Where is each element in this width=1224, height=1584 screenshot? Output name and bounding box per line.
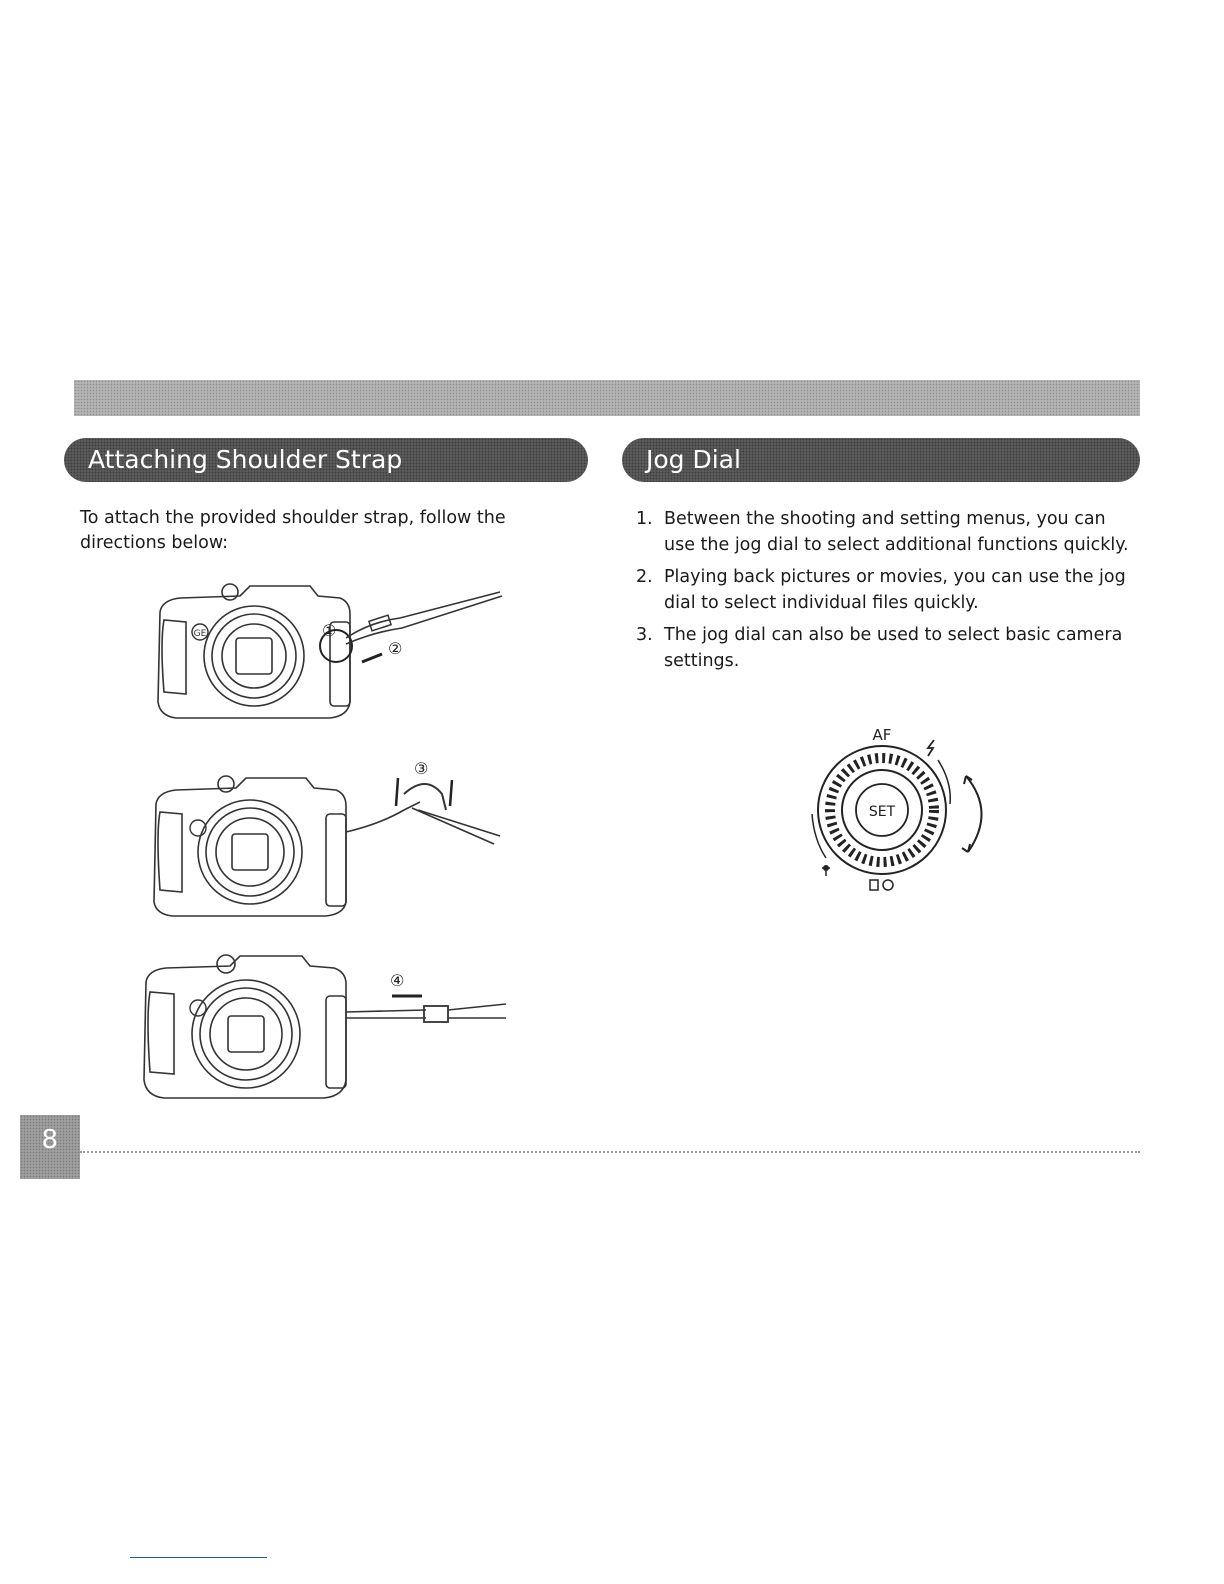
ge-logo-icon — [191, 623, 209, 641]
jog-dial-steps: 1. Between the shooting and setting menu… — [636, 506, 1136, 680]
step-number: 3. — [636, 625, 653, 645]
dial-af-label: AF — [873, 726, 892, 744]
strap-buckle — [423, 1005, 449, 1023]
step-item: 2. Playing back pictures or movies, you … — [636, 564, 1136, 616]
step-number: 1. — [636, 509, 653, 529]
page-number-tab: 8 — [20, 1115, 80, 1179]
camera-illustration — [157, 583, 351, 719]
step-number: 2. — [636, 567, 653, 587]
arrow-icon — [394, 777, 400, 807]
strap-loop — [403, 783, 447, 811]
step-label: ② — [388, 639, 402, 658]
camera-illustration — [153, 775, 347, 917]
header-band — [74, 380, 1140, 416]
macro-icon — [822, 865, 830, 876]
step-label: ④ — [390, 971, 404, 990]
jog-dial-knurl — [825, 753, 939, 867]
page-number: 8 — [41, 1125, 58, 1155]
footer-rule — [80, 1151, 1140, 1153]
step-text: Playing back pictures or movies, you can… — [664, 567, 1126, 613]
ge-logo-icon — [189, 819, 207, 837]
step-label: ① — [322, 621, 336, 640]
set-button — [855, 783, 909, 837]
arrow-icon — [361, 652, 383, 664]
jog-dial-figure: AF SET — [811, 726, 983, 891]
step-text: Between the shooting and setting menus, … — [664, 509, 1129, 555]
step-item: 1. Between the shooting and setting menu… — [636, 506, 1136, 558]
camera-illustration — [143, 954, 347, 1099]
set-label: SET — [869, 804, 896, 820]
delete-self-timer-icon — [869, 879, 894, 891]
step-text: The jog dial can also be used to select … — [664, 625, 1123, 671]
strap-line — [345, 591, 501, 639]
step-label: ③ — [414, 759, 428, 778]
footer-link-line — [130, 1557, 267, 1558]
strap-step-3-figure: ③ — [153, 759, 501, 917]
jog-dial-ring — [817, 745, 947, 875]
strap-step-1-2-figure: GE ① ② — [157, 583, 503, 719]
section-title-jog-dial: Jog Dial — [622, 438, 1140, 482]
flash-icon — [926, 739, 935, 757]
ge-logo-icon — [189, 999, 207, 1017]
strap-step-4-figure: ④ — [143, 954, 507, 1099]
arrow-icon — [448, 779, 454, 807]
strap-loop-highlight — [319, 629, 353, 663]
rotation-arrow-icon — [965, 775, 983, 853]
camera-logo: GE — [194, 629, 207, 639]
section-title-shoulder-strap: Attaching Shoulder Strap — [64, 438, 588, 482]
strap-intro-text: To attach the provided shoulder strap, f… — [80, 508, 506, 553]
step-item: 3. The jog dial can also be used to sele… — [636, 622, 1136, 674]
